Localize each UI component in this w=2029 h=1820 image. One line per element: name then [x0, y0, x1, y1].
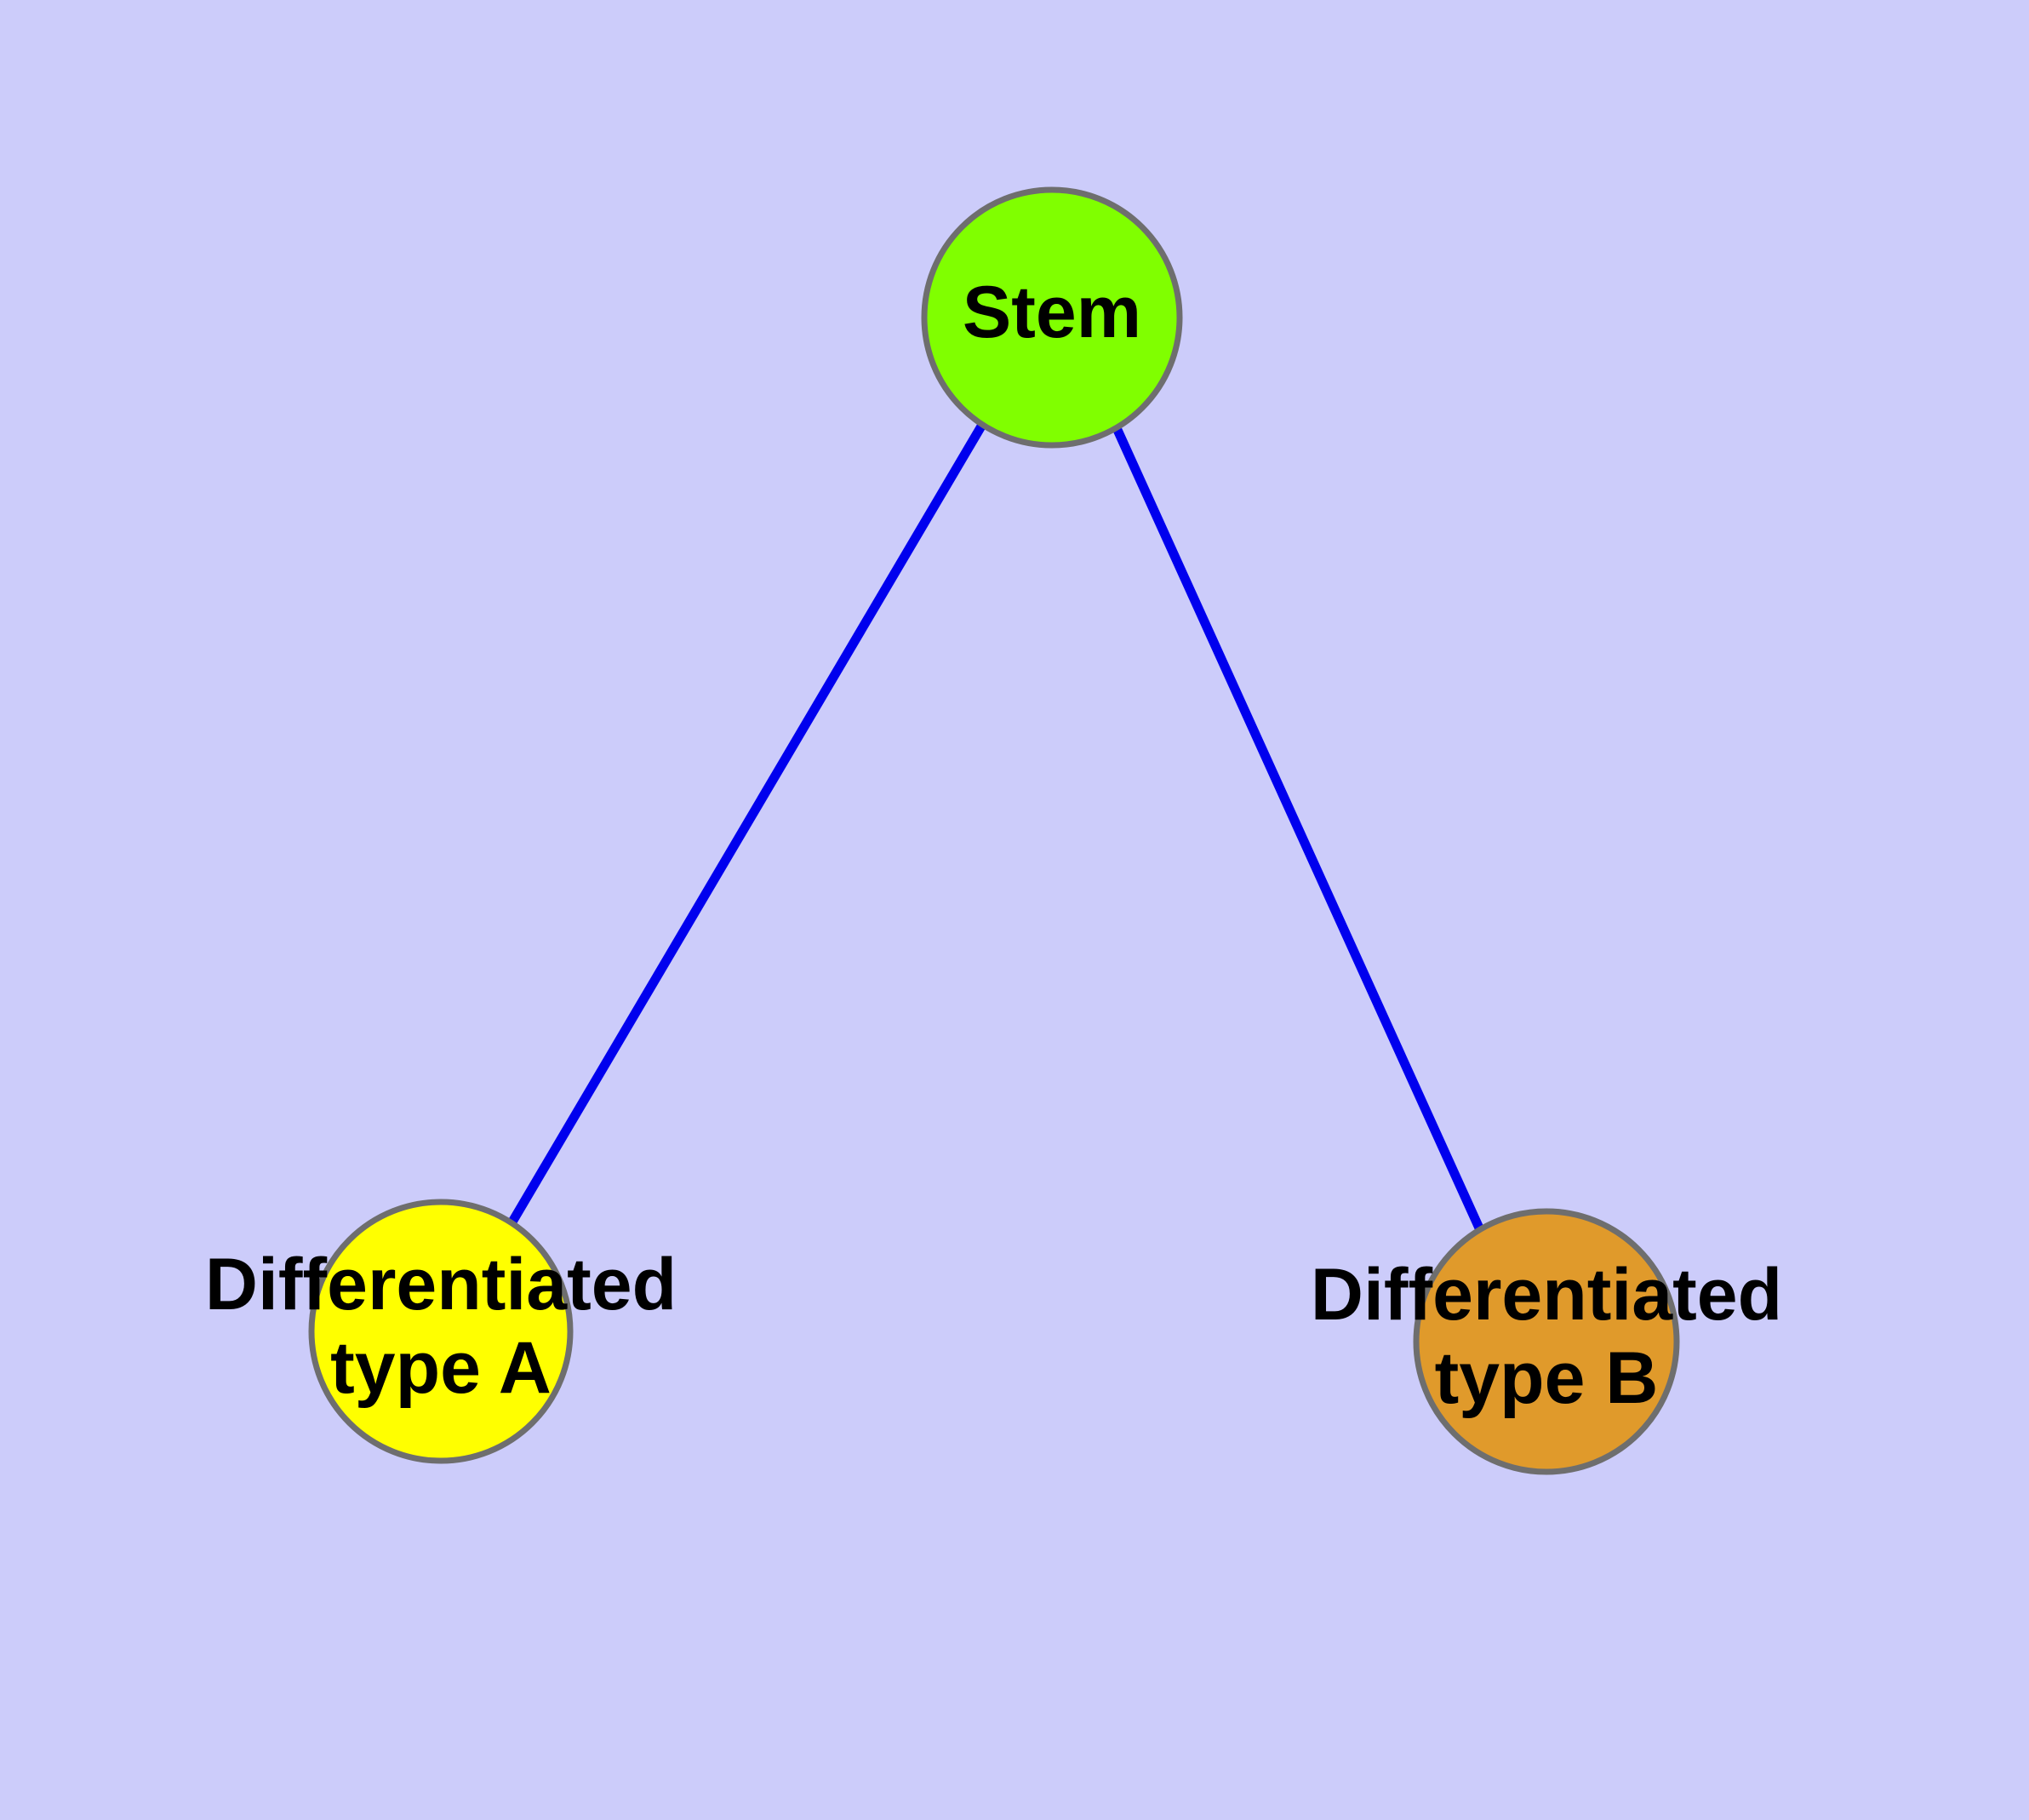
edge-stem-to-diff-b[interactable]	[1112, 427, 1486, 1234]
node-diff-a[interactable]	[308, 1199, 574, 1464]
node-stem[interactable]	[921, 186, 1183, 449]
edge-stem-to-diff-a[interactable]	[507, 422, 986, 1226]
node-diff-b[interactable]	[1413, 1208, 1680, 1475]
edges-layer	[507, 422, 1486, 1234]
nodes-layer	[308, 186, 1680, 1475]
